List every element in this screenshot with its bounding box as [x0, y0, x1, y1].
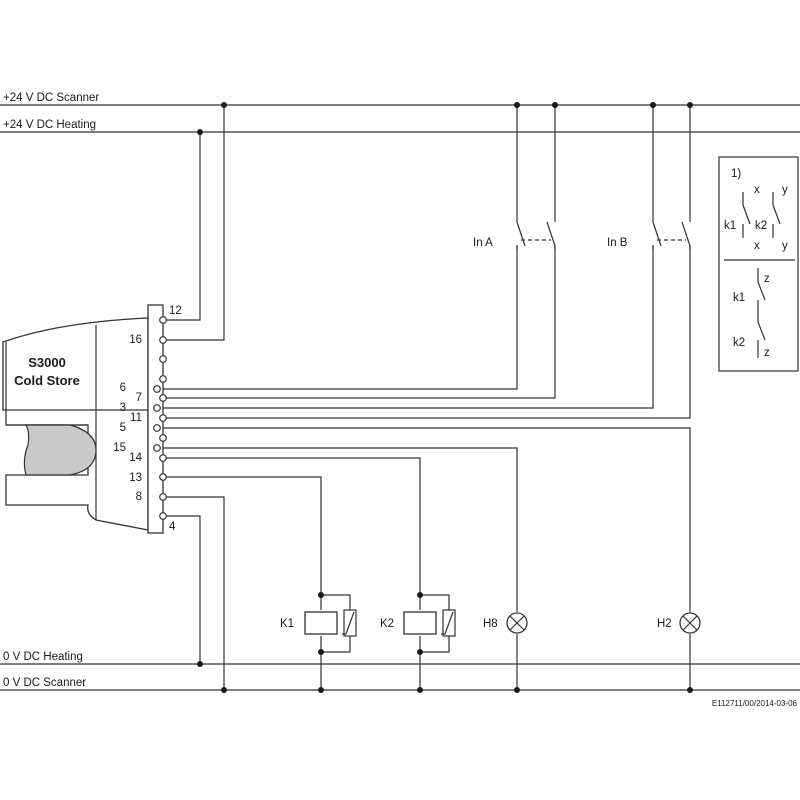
wire-pin12-heating	[163, 132, 201, 321]
rail-label-24v-heating: +24 V DC Heating	[3, 119, 96, 131]
wire-pin14-k2	[163, 457, 421, 595]
relay-label-k1: K1	[280, 618, 294, 630]
legend-k2-top: k2	[755, 220, 767, 232]
terminal-14	[159, 454, 167, 462]
terminal-15	[153, 444, 161, 452]
pin-label-11: 11	[130, 412, 142, 424]
pin-label-15: 15	[113, 442, 126, 454]
relay-k2: K2	[380, 609, 456, 637]
terminal-13	[159, 473, 167, 481]
wire-pin16-scanner	[163, 105, 225, 341]
terminal-blank-3	[159, 434, 167, 442]
pin-label-14: 14	[129, 452, 142, 464]
wire-pin4-0v-heating	[163, 515, 201, 664]
legend-x-bottom: x	[754, 240, 760, 252]
relay-k1-coil	[304, 611, 338, 635]
terminal-8	[159, 493, 167, 501]
lamp-label-h2: H2	[657, 618, 672, 630]
terminal-blank-1	[159, 355, 167, 363]
rail-label-24v-scanner: +24 V DC Scanner	[3, 92, 99, 104]
pin-label-3: 3	[120, 402, 126, 414]
legend-x-top: x	[754, 184, 760, 196]
wires	[163, 105, 691, 690]
legend-frame	[718, 156, 799, 372]
legend-y-top: y	[782, 184, 788, 196]
wire-pin7-ina	[163, 245, 556, 399]
legend-z-bottom: z	[764, 347, 770, 359]
terminal-12	[159, 316, 167, 324]
pin-label-6: 6	[120, 382, 126, 394]
input-label-b: In B	[607, 237, 628, 249]
switch-in-b: In B	[607, 221, 691, 250]
legend-number: 1)	[731, 168, 741, 180]
junctions	[197, 102, 693, 693]
device-subtitle: Cold Store	[14, 373, 80, 388]
lamp-h8: H8	[483, 612, 528, 634]
terminal-blank-2	[159, 375, 167, 383]
legend-z-top: z	[764, 273, 770, 285]
relay-k2-coil	[403, 611, 437, 635]
device-name: S3000	[28, 355, 66, 370]
pin-label-8: 8	[136, 491, 142, 503]
pin-label-16: 16	[129, 334, 142, 346]
wire-pin11-inb	[163, 245, 691, 419]
terminal-4	[159, 512, 167, 520]
scanner-housing-outline	[2, 317, 149, 531]
terminal-5	[153, 424, 161, 432]
switch-in-a: In A	[473, 221, 556, 250]
scanner-optics-window	[23, 424, 97, 476]
pin-label-12: 12	[169, 305, 182, 317]
terminal-6	[153, 385, 161, 393]
legend-box: 1) x y k1 k2 x y z k1 k2 z	[718, 156, 799, 372]
pin-labels: 12 16 6 7 3 11 5 15 14 13 8 4	[113, 305, 182, 533]
input-label-a: In A	[473, 237, 493, 249]
wire-pin5-h2	[163, 427, 691, 612]
power-rails: +24 V DC Scanner +24 V DC Heating 0 V DC…	[0, 92, 800, 691]
legend-y-bottom: y	[782, 240, 788, 252]
wire-pin13-k1	[163, 476, 322, 595]
rail-label-0v-scanner: 0 V DC Scanner	[3, 677, 86, 689]
relay-k1: K1	[280, 609, 357, 637]
terminals	[153, 316, 167, 520]
legend-k1-bottom: k1	[733, 292, 745, 304]
terminal-3	[153, 404, 161, 412]
wire-pin8-0v-scanner	[163, 496, 225, 690]
pin-label-4: 4	[169, 521, 176, 533]
legend-k2-bottom: k2	[733, 337, 745, 349]
lamp-h2: H2	[657, 612, 701, 634]
legend-k1-top: k1	[724, 220, 736, 232]
relay-label-k2: K2	[380, 618, 394, 630]
pin-label-13: 13	[129, 472, 142, 484]
drawing-code: E112711/00/2014-03-06	[712, 699, 798, 708]
lamp-label-h8: H8	[483, 618, 498, 630]
wire-pin3-inb	[163, 245, 654, 409]
wire-pin6-ina	[163, 245, 518, 390]
terminal-11	[159, 414, 167, 422]
pin-label-7: 7	[136, 392, 142, 404]
s3000-scanner-body: S3000 Cold Store	[2, 304, 164, 534]
rail-label-0v-heating: 0 V DC Heating	[3, 651, 83, 663]
terminal-7	[159, 394, 167, 402]
wire-pin15-h8	[163, 447, 518, 612]
terminal-16	[159, 336, 167, 344]
pin-label-5: 5	[120, 422, 126, 434]
